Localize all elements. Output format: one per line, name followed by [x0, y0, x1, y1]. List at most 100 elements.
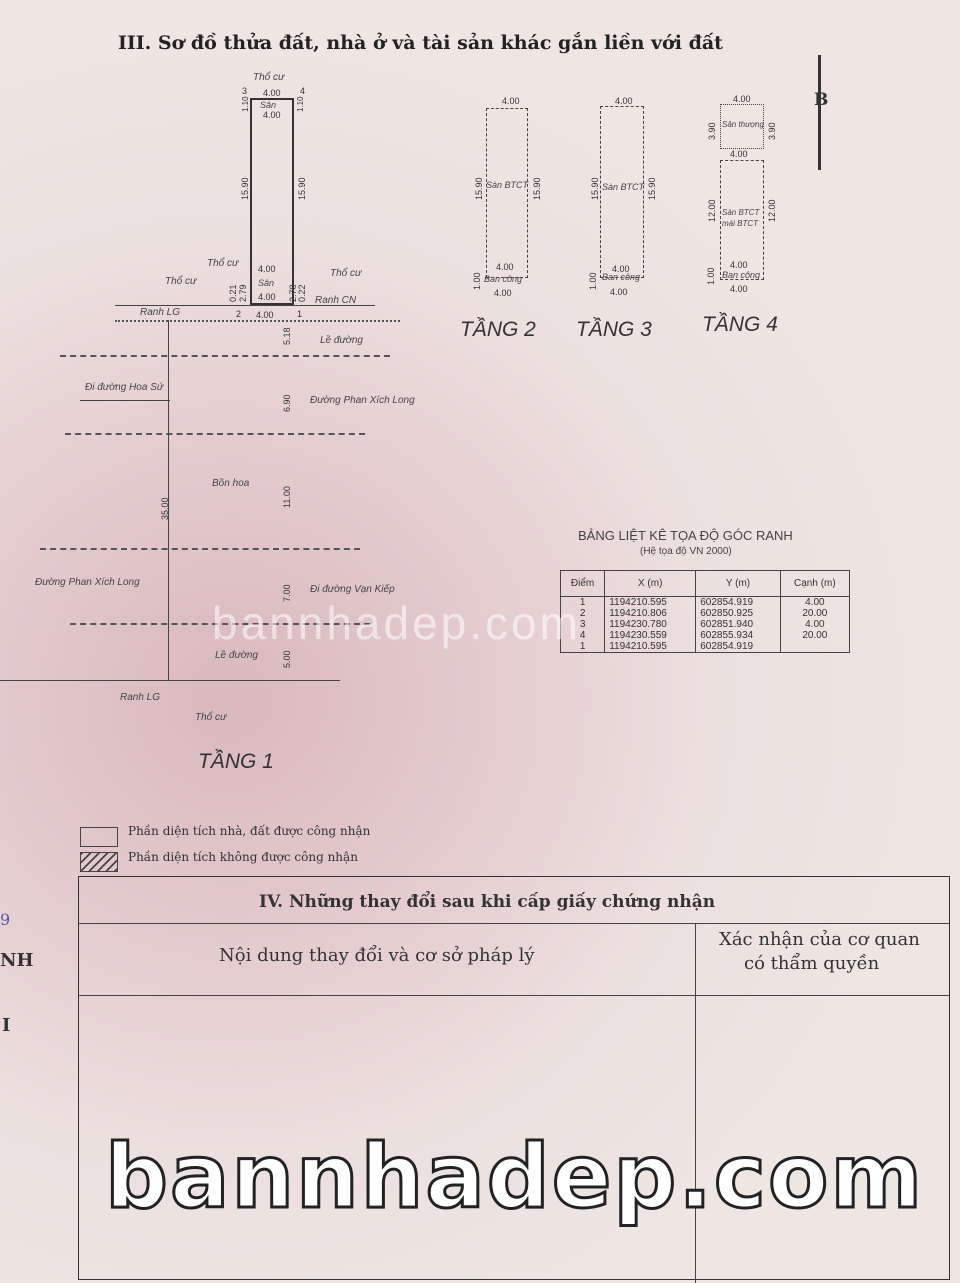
dim: 12.00: [707, 199, 717, 222]
dim: 4.00: [496, 262, 514, 272]
col-header: Cạnh (m): [779, 570, 851, 597]
watermark-faint: bannhadep.com: [212, 597, 581, 649]
floor4-label: TẦNG 4: [702, 313, 778, 336]
label: Đi đường Vạn Kiếp: [310, 584, 395, 595]
dim: 1.00: [706, 267, 716, 285]
dim: 1.00: [472, 272, 482, 290]
table-cell: 1: [559, 641, 606, 653]
boundary-line: [0, 680, 340, 681]
dim: 3.90: [707, 122, 717, 140]
label: Lề đường: [215, 650, 258, 661]
dim: 4.00: [730, 260, 748, 270]
dim: 15.90: [532, 177, 542, 200]
dim-top-right: 1.10: [296, 96, 305, 112]
table-cell: [779, 641, 851, 653]
dim: 4.00: [258, 264, 276, 274]
dim: 4.00: [615, 96, 633, 106]
section-title: III. Sơ đồ thửa đất, nhà ở và tài sản kh…: [118, 32, 723, 54]
dim: 15.90: [297, 177, 307, 200]
house-outline: [250, 98, 294, 305]
dim: 4.00: [730, 284, 748, 294]
table-cell: 1194210.806: [604, 608, 697, 619]
table-title: BẢNG LIỆT KÊ TỌA ĐỘ GÓC RANH: [578, 528, 793, 543]
table-cell: 1194230.559: [604, 630, 697, 641]
table-cell: 4: [559, 630, 606, 641]
col2-header: có thẩm quyền: [744, 953, 880, 974]
table-cell: 1194230.780: [604, 619, 697, 630]
table-cell: 1: [559, 596, 606, 608]
dim: 6.90: [282, 394, 292, 412]
floor2-label: TẦNG 2: [460, 318, 536, 341]
label: Thổ cư: [207, 258, 239, 269]
legend-label: Phần diện tích không được công nhận: [128, 850, 358, 864]
table-cell: 20.00: [779, 608, 851, 619]
label: Sàn BTCT: [486, 180, 529, 190]
label: mái BTCT: [722, 219, 758, 228]
label: Ranh LG: [120, 692, 161, 703]
dim: 4.00: [263, 110, 281, 120]
legend-swatch-recognized: [80, 827, 118, 847]
table-cell: 602854.919: [695, 596, 781, 608]
table-cell: 4.00: [779, 619, 851, 630]
dim: 4.00: [730, 149, 748, 159]
table-cell: 20.00: [779, 630, 851, 641]
label: Lề đường: [320, 335, 363, 346]
label: Đường Phan Xích Long: [35, 577, 140, 588]
label: Đi đường Hoa Sứ: [85, 382, 164, 393]
label: Ban công: [722, 270, 761, 280]
dim: 5.18: [282, 327, 292, 345]
legend-label: Phần diện tích nhà, đất được công nhận: [128, 824, 371, 838]
dim: 15.90: [647, 177, 657, 200]
dim: 35.00: [160, 497, 170, 520]
dim: 4.00: [258, 292, 276, 302]
dim: 3.90: [767, 122, 777, 140]
label: Sàn BTCT: [602, 182, 645, 192]
table-cell: 602855.934: [695, 630, 781, 641]
dim: 4.00: [612, 264, 630, 274]
table-cell: 3: [559, 619, 606, 630]
dim: 15.90: [474, 177, 484, 200]
edge-fragment: NH: [0, 950, 34, 971]
table-cell: 602854.919: [695, 641, 781, 653]
dim: 12.00: [767, 199, 777, 222]
table-cell: 602850.925: [695, 608, 781, 619]
section4-title: IV. Những thay đổi sau khi cấp giấy chứn…: [259, 892, 716, 912]
label: Ban công: [484, 274, 523, 284]
dim: 1.00: [588, 272, 598, 290]
label: Bồn hoa: [212, 478, 250, 489]
dim: 4.00: [494, 288, 512, 298]
dim: 0.22: [297, 284, 307, 302]
table-cell: 1194210.595: [604, 596, 697, 608]
dim: 2.79: [238, 284, 248, 302]
point-label: 1: [297, 309, 303, 319]
dim: 15.90: [240, 177, 250, 200]
edge-fragment: I: [2, 1015, 11, 1036]
legend-swatch-unrecognized: [80, 852, 118, 872]
label: Ban công: [602, 272, 641, 282]
table-cell: 2: [559, 608, 606, 619]
table-subtitle: (Hệ tọa độ VN 2000): [640, 546, 732, 557]
label: Thổ cư: [330, 268, 362, 279]
label: Đường Phan Xích Long: [310, 395, 415, 406]
dim: 4.00: [610, 287, 628, 297]
north-arrow-icon: [818, 55, 821, 170]
edge-fragment: 9: [0, 910, 11, 929]
dim-top-left: 1.10: [241, 96, 250, 112]
dim: 4.00: [502, 96, 520, 106]
label: Sân: [260, 100, 277, 110]
dim: 0.21: [228, 284, 238, 302]
dim: 11.00: [282, 486, 292, 508]
label: Thổ cư: [195, 712, 227, 723]
dim: 15.90: [590, 177, 600, 200]
point-label: 2: [236, 309, 242, 319]
point-label: 3: [242, 86, 248, 96]
col-header: X (m): [604, 570, 697, 597]
label: Sàn BTCT: [722, 208, 760, 217]
col-header: Y (m): [695, 570, 781, 597]
